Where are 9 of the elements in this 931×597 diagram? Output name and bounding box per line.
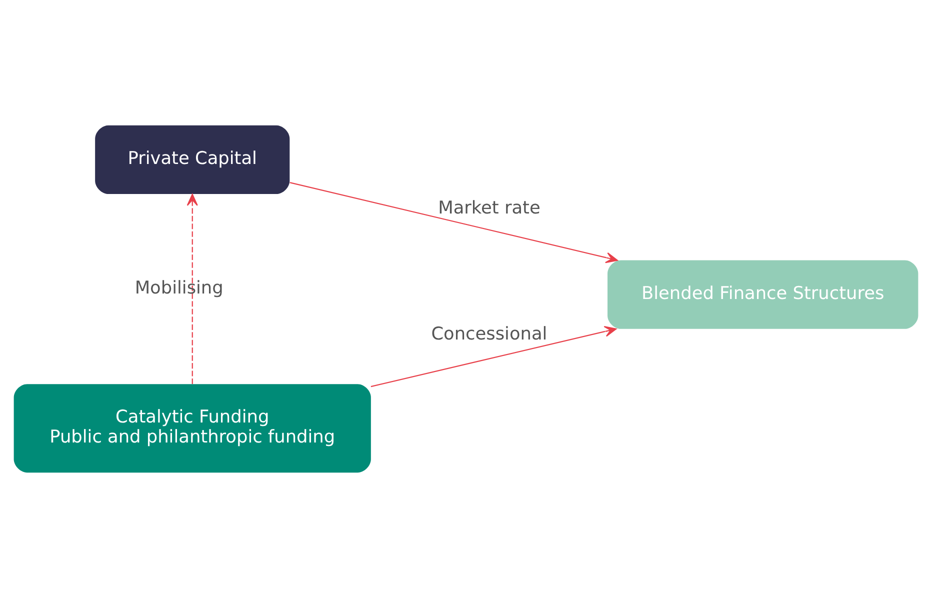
node-box: Private Capital: [94, 124, 290, 194]
arrow: [186, 193, 198, 384]
node-box: Catalytic Funding Public and philanthropic funding: [13, 384, 370, 472]
arrow: [370, 326, 616, 387]
edge-label: Concessional: [430, 324, 547, 344]
node-box: Blended Finance Structures: [607, 260, 918, 328]
edge-label: Mobilising: [134, 278, 223, 298]
arrow: [289, 182, 618, 263]
edge-label: Market rate: [438, 198, 540, 218]
